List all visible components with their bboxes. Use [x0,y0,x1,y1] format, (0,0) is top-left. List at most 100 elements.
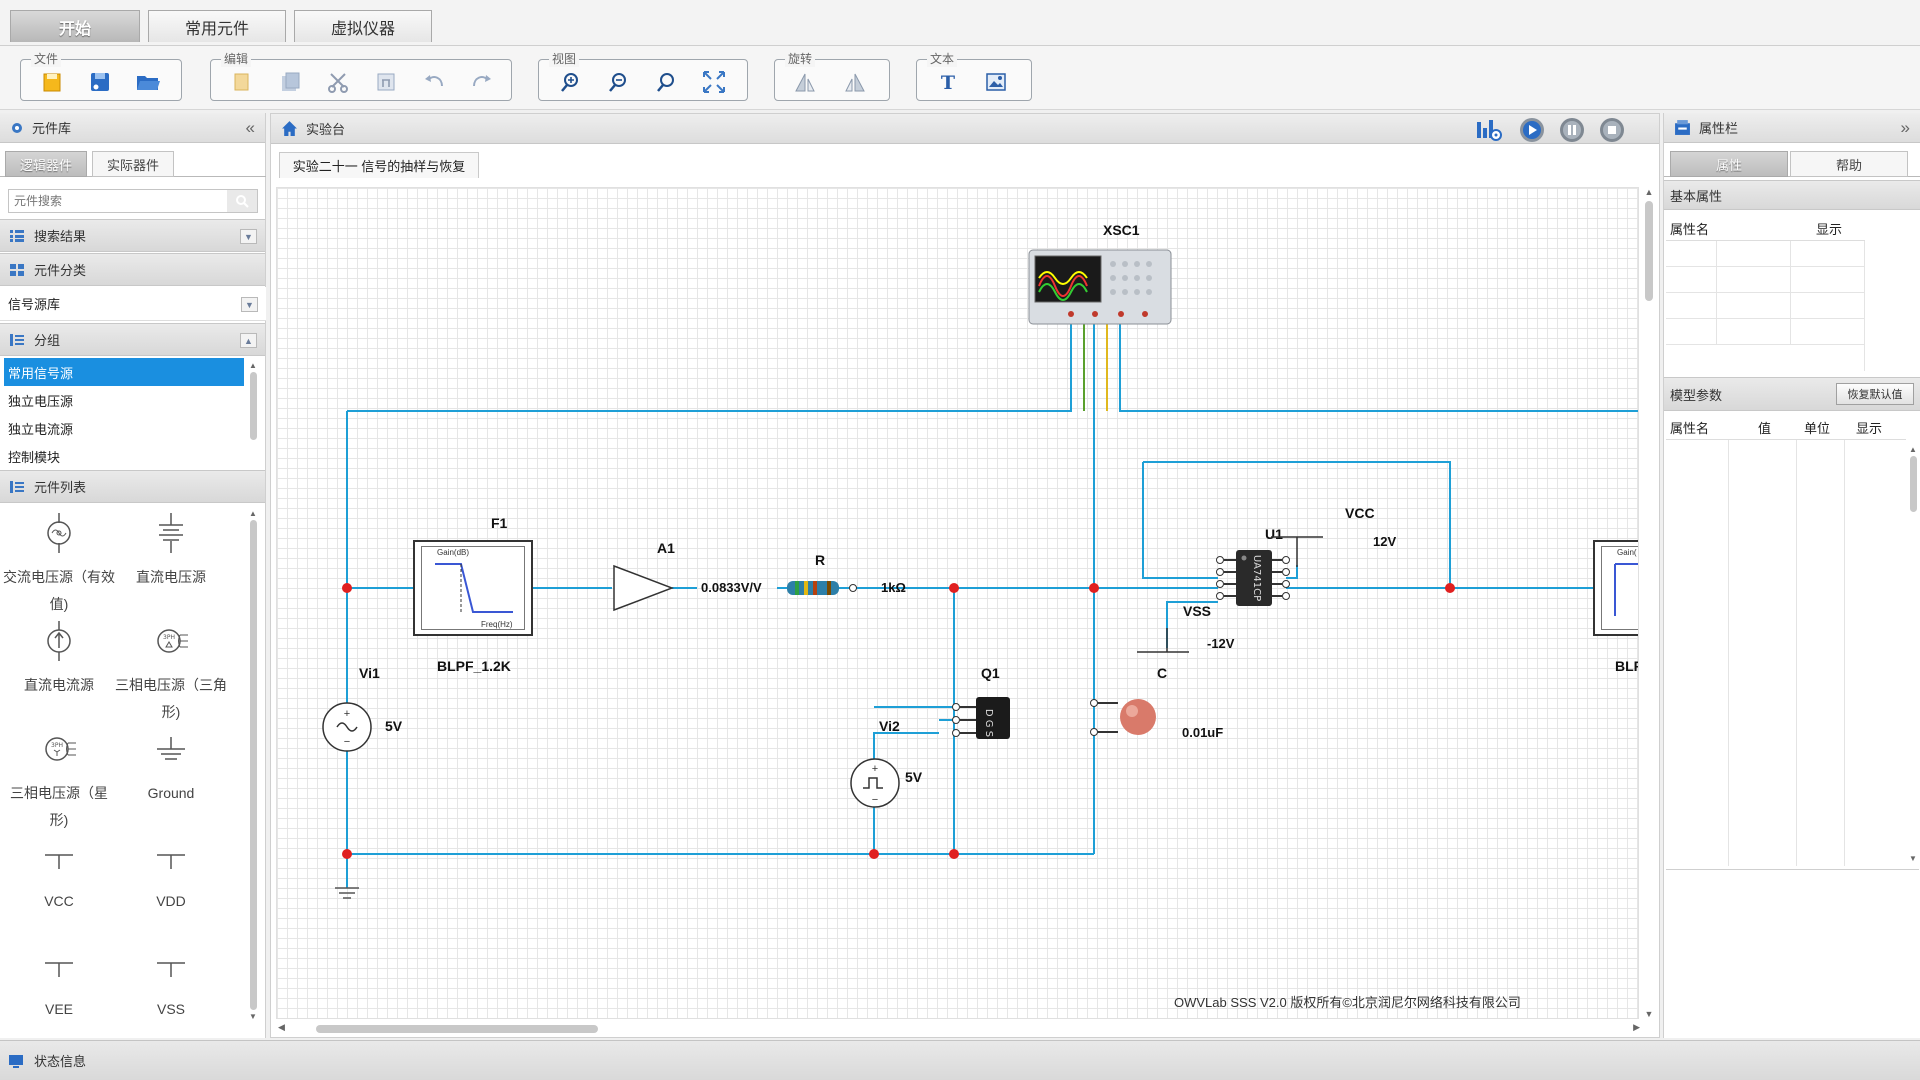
group-item-voltage-sources[interactable]: 独立电压源 [8,393,74,409]
collapse-left-button[interactable]: « [245,117,255,137]
new-file-icon[interactable] [39,69,65,95]
section-label: 搜索结果 [34,229,87,244]
svg-text:−: − [872,794,878,806]
document-tab[interactable]: 实验二十一 信号的抽样与恢复 [279,152,479,178]
group-item-current-sources[interactable]: 独立电流源 [8,421,74,437]
ribbon-group-label: 文件 [31,51,62,67]
group-item-common-sources[interactable]: 常用信号源 [4,358,244,386]
component-ac-voltage-source[interactable]: 交流电压源（有效值) [3,511,115,618]
status-monitor-icon [9,1054,23,1068]
fit-view-icon[interactable] [701,69,727,95]
status-label: 状态信息 [34,1054,87,1069]
chevron-up-icon[interactable]: ▲ [240,333,257,348]
component-label: VCC [44,893,74,909]
oscilloscope-xsc1[interactable] [1025,246,1175,326]
amplifier-label: A1 [657,540,675,556]
delete-icon[interactable] [373,69,399,95]
group-item-control-modules[interactable]: 控制模块 [8,449,61,465]
tab-virtual-instruments[interactable]: 虚拟仪器 [294,10,432,42]
zoom-in-icon[interactable] [557,69,583,95]
vcc-symbol[interactable] [1269,535,1329,569]
canvas-vertical-scrollbar[interactable]: ▲ ▼ [1642,187,1656,1019]
section-group[interactable]: 分组 ▲ [0,323,265,356]
component-dc-voltage-source[interactable]: 直流电压源 [115,511,227,591]
component-vee[interactable]: VEE [3,943,115,1023]
rotate-flip-horizontal-icon[interactable] [793,69,819,95]
tab-real-devices[interactable]: 实际器件 [92,151,174,177]
schematic-canvas[interactable]: XSC1 F1 Gain(dB) Freq(Hz) BLPF_1.2K A1 0… [276,187,1639,1019]
ground-icon [157,737,185,760]
opamp-label: U1 [1265,526,1283,542]
basic-properties-header-row: 属性名 显示 [1666,213,1865,241]
section-search-results[interactable]: 搜索结果 ▼ [0,219,265,252]
source-vi2[interactable]: +− [849,755,901,811]
image-insert-icon[interactable] [983,69,1009,95]
resistor-r[interactable] [777,577,857,599]
vss-symbol[interactable] [1135,628,1195,658]
search-icon[interactable] [227,190,257,212]
gear-icon [12,122,22,133]
pause-icon[interactable] [1559,117,1585,143]
component-dc-current-source[interactable]: 直流电流源 [3,619,115,699]
vdd-icon [157,854,185,869]
tab-logic-devices[interactable]: 逻辑器件 [5,151,87,177]
panel-title: 元件库 [32,121,72,136]
component-vcc[interactable]: VCC [3,835,115,915]
filter-f2-partial[interactable]: Gain( [1593,540,1638,636]
source-vi2-label: Vi2 [879,718,900,734]
component-label: 三相电压源（三角形) [115,677,227,720]
component-three-phase-star-source[interactable]: 3PH 三相电压源（星形) [3,727,115,834]
opamp-u1[interactable]: UA741CP [1214,548,1294,618]
undo-icon[interactable] [421,69,447,95]
transistor-q1[interactable]: D G S [952,693,1014,741]
copyright-text: OWVLab SSS V2.0 版权所有©北京润尼尔网络科技有限公司 [1174,995,1521,1010]
ac-voltage-source-icon [47,513,71,553]
copy-icon[interactable] [229,69,255,95]
capacitor-c[interactable] [1088,693,1168,743]
category-select[interactable]: 信号源库 ▼ [0,287,266,321]
component-three-phase-delta-source[interactable]: 3PH 三相电压源（三角形) [115,619,227,726]
vss-label: VSS [1183,603,1212,619]
tab-start[interactable]: 开始 [10,10,140,42]
save-icon[interactable] [87,69,113,95]
properties-panel: 属性栏 » 属性 帮助 基本属性 属性名 显示 模型参数 恢复默认值 属性名 值… [1663,113,1920,1038]
three-phase-delta-source-icon: 3PH [157,629,188,653]
redo-icon[interactable] [469,69,495,95]
component-vss[interactable]: VSS [115,943,227,1023]
chevron-down-icon[interactable]: ▼ [240,229,257,244]
canvas-horizontal-scrollbar[interactable]: ◀ ▶ [276,1022,1642,1036]
amplifier-gain: 0.0833V/V [701,580,762,595]
text-tool-icon[interactable]: T [935,69,961,95]
ribbon-group-view: 视图 [538,51,748,101]
model-params-scrollbar[interactable]: ▲ ▼ [1909,445,1917,863]
component-list-scrollbar[interactable]: ▲ ▼ [249,509,257,1021]
tab-common-components[interactable]: 常用元件 [148,10,286,42]
tab-help[interactable]: 帮助 [1790,151,1908,177]
list-icon [10,480,24,493]
zoom-reset-icon[interactable] [653,69,679,95]
play-icon[interactable] [1519,117,1545,143]
search-input[interactable] [9,190,227,212]
rotate-flip-vertical-icon[interactable] [841,69,867,95]
amplifier-a1[interactable] [612,563,674,613]
open-folder-icon[interactable] [135,69,161,95]
stop-icon[interactable] [1599,117,1625,143]
zoom-out-icon[interactable] [605,69,631,95]
source-vi1-value: 5V [385,718,403,734]
chevron-down-icon[interactable]: ▼ [241,297,258,312]
component-ground[interactable]: Ground [115,727,227,807]
source-vi1[interactable]: +− [321,699,373,755]
paste-icon[interactable] [277,69,303,95]
tab-properties[interactable]: 属性 [1670,151,1788,177]
group-scrollbar[interactable]: ▲ [248,361,258,467]
component-vdd[interactable]: VDD [115,835,227,915]
restore-defaults-button[interactable]: 恢复默认值 [1836,383,1914,405]
filter-f1[interactable]: Gain(dB) Freq(Hz) [413,540,533,636]
cut-icon[interactable] [325,69,351,95]
section-model-parameters: 模型参数 恢复默认值 [1664,377,1920,411]
dc-voltage-source-icon [159,513,183,553]
analysis-icon[interactable] [1475,118,1503,142]
section-component-list: 元件列表 [0,470,265,503]
collapse-right-button[interactable]: » [1900,117,1910,137]
vee-icon [45,962,73,977]
